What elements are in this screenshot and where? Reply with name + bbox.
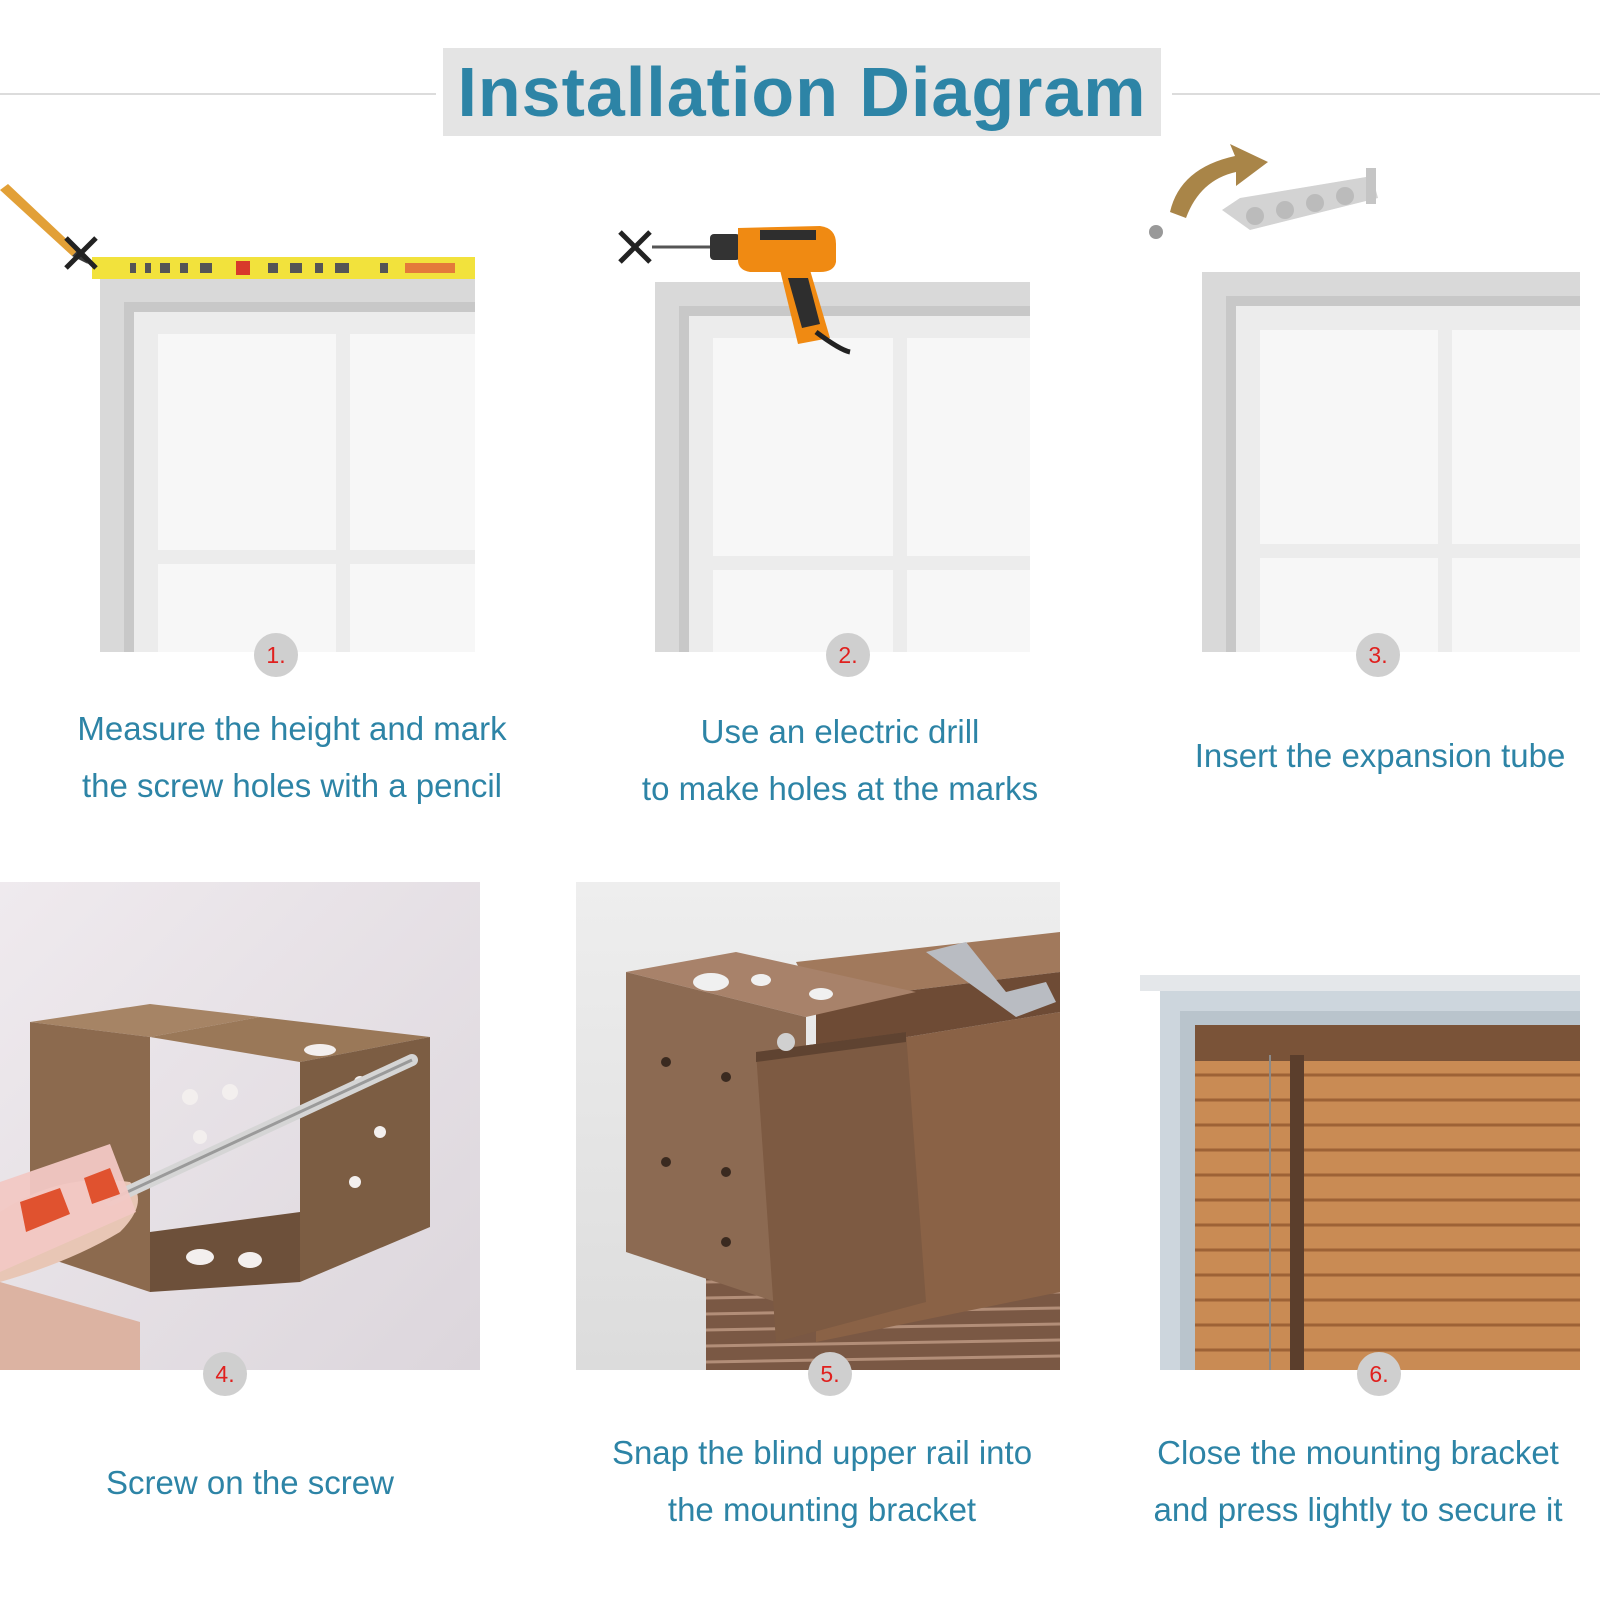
step-2-illustration [610, 220, 1030, 652]
step-6-number-badge: 6. [1357, 1352, 1401, 1396]
step-5-number-badge: 5. [808, 1352, 852, 1396]
step-5-caption: Snap the blind upper rail into the mount… [611, 1434, 1033, 1528]
x-mark-icon [64, 236, 98, 270]
step-1-illustration [0, 160, 475, 652]
step-1-number-badge: 1. [254, 633, 298, 677]
tape-measure-icon [92, 257, 475, 279]
page-title: Installation Diagram [457, 53, 1147, 131]
header-rule-left [0, 93, 436, 95]
step-3-illustration [1140, 140, 1580, 652]
header-rule-right [1172, 93, 1600, 95]
title-banner: Installation Diagram [443, 48, 1161, 136]
step-6-caption: Close the mounting bracket and press lig… [1153, 1434, 1563, 1528]
expansion-tube-icon [1222, 168, 1378, 230]
step-2-number-badge: 2. [826, 633, 870, 677]
step-5-illustration [576, 882, 1060, 1370]
step-4-caption: Screw on the screw [106, 1464, 394, 1501]
curved-arrow-icon [1170, 144, 1268, 218]
metal-clip-icon [926, 942, 1056, 1017]
wood-blind-icon [1195, 1025, 1580, 1370]
step-3-number-badge: 3. [1356, 633, 1400, 677]
x-mark-icon [618, 230, 652, 264]
step-6-illustration [1140, 975, 1580, 1370]
step-4-illustration [0, 882, 480, 1370]
step-1-caption: Measure the height and mark the screw ho… [77, 710, 507, 804]
step-3-caption: Insert the expansion tube [1194, 737, 1566, 774]
mounting-bracket-icon [626, 952, 926, 1342]
screwdriver-icon [0, 1054, 418, 1272]
step-4-number-badge: 4. [203, 1352, 247, 1396]
drill-hole-icon [1149, 225, 1163, 239]
electric-drill-icon [652, 226, 851, 355]
step-2-caption: Use an electric drill to make holes at t… [641, 713, 1039, 807]
